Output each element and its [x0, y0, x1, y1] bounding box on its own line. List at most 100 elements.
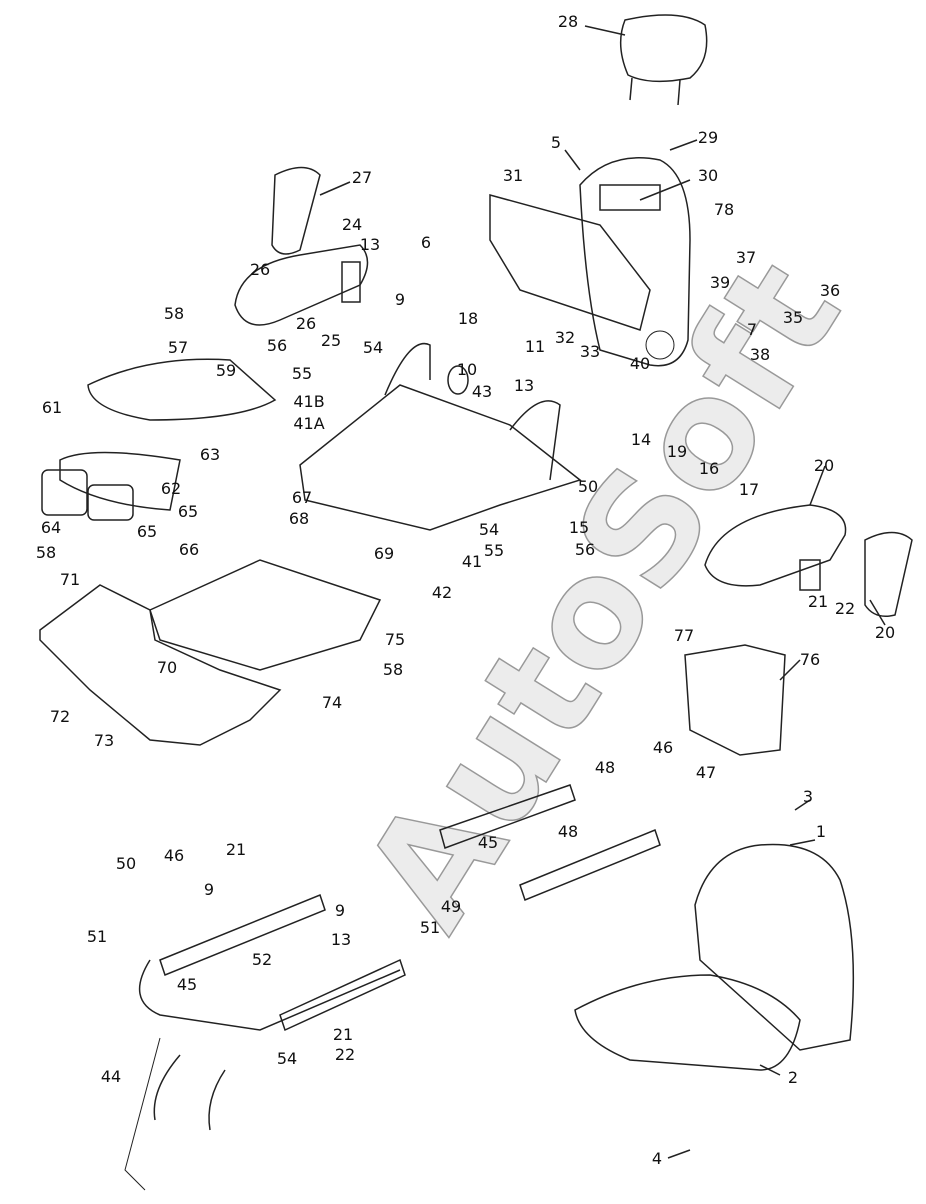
- callout-label: 46: [652, 738, 674, 757]
- callout-label: 72: [49, 707, 71, 726]
- callout-label: 10: [456, 360, 478, 379]
- callout-label: 64: [40, 518, 62, 537]
- callout-label: 69: [373, 544, 395, 563]
- callout-label: 29: [697, 128, 719, 147]
- callout-label: 41A: [293, 414, 325, 433]
- callout-label: 40: [629, 354, 651, 373]
- callout-label: 22: [334, 1045, 356, 1064]
- callout-label: 27: [351, 168, 373, 187]
- callout-label: 49: [440, 897, 462, 916]
- callout-label: 45: [176, 975, 198, 994]
- callout-label: 63: [199, 445, 221, 464]
- callout-label: 6: [420, 233, 432, 252]
- callout-label: 44: [100, 1067, 122, 1086]
- callout-label: 78: [713, 200, 735, 219]
- callout-label: 28: [557, 12, 579, 31]
- callout-label: 77: [673, 626, 695, 645]
- callout-label: 31: [502, 166, 524, 185]
- callout-label: 21: [225, 840, 247, 859]
- callout-label: 67: [291, 488, 313, 507]
- callout-label: 13: [359, 235, 381, 254]
- seat-pan-upper: [87, 358, 277, 421]
- callout-label: 55: [291, 364, 313, 383]
- callout-label: 66: [178, 540, 200, 559]
- callout-label: 35: [782, 308, 804, 327]
- backrest-frame: [579, 157, 691, 367]
- callout-label: 19: [666, 442, 688, 461]
- rail-tube: [138, 959, 401, 1031]
- callout-label: 24: [341, 215, 363, 234]
- callout-label: 17: [738, 480, 760, 499]
- callout-label: 26: [295, 314, 317, 333]
- callout-label: 50: [577, 477, 599, 496]
- upper-rail-1: [439, 784, 576, 849]
- callout-label: 73: [93, 731, 115, 750]
- callout-label: 54: [478, 520, 500, 539]
- callout-label: 59: [215, 361, 237, 380]
- lower-rail-1: [159, 894, 326, 976]
- callout-label: 48: [594, 758, 616, 777]
- callout-label: 54: [276, 1049, 298, 1068]
- callout-label: 75: [384, 630, 406, 649]
- seat-cushion: [574, 974, 801, 1071]
- callout-label: 38: [749, 345, 771, 364]
- callout-label: 45: [477, 833, 499, 852]
- seat-frame: [299, 384, 582, 531]
- slide-plate: [149, 559, 382, 671]
- callout-label: 11: [524, 337, 546, 356]
- callout-label: 5: [550, 133, 562, 152]
- callout-label: 43: [471, 382, 493, 401]
- callout-label: 62: [160, 479, 182, 498]
- backrest-cushion: [694, 843, 855, 1051]
- callout-label: 37: [735, 248, 757, 267]
- callout-label: 52: [251, 950, 273, 969]
- callout-label: 50: [115, 854, 137, 873]
- callout-label: 4: [651, 1149, 663, 1168]
- callout-label: 22: [834, 599, 856, 618]
- callout-label: 65: [177, 502, 199, 521]
- callout-label: 48: [557, 822, 579, 841]
- callout-label: 14: [630, 430, 652, 449]
- callout-label: 42: [431, 583, 453, 602]
- callout-label: 70: [156, 658, 178, 677]
- callout-label: 1: [815, 822, 827, 841]
- callout-label: 57: [167, 338, 189, 357]
- callout-label: 32: [554, 328, 576, 347]
- callout-label: 56: [266, 336, 288, 355]
- callout-label: 54: [362, 338, 384, 357]
- callout-label: 21: [332, 1025, 354, 1044]
- callout-label: 13: [513, 376, 535, 395]
- callout-label: 76: [799, 650, 821, 669]
- callout-label: 16: [698, 459, 720, 478]
- callout-label: 9: [394, 290, 406, 309]
- storage-pocket: [684, 644, 786, 756]
- upper-rail-2: [519, 829, 661, 901]
- callout-label: 13: [330, 930, 352, 949]
- callout-label: 68: [288, 509, 310, 528]
- callout-label: 71: [59, 570, 81, 589]
- callout-label: 25: [320, 331, 342, 350]
- callout-label: 61: [41, 398, 63, 417]
- callout-label: 20: [813, 456, 835, 475]
- armrest-cover-left: [271, 166, 321, 255]
- callout-label: 20: [874, 623, 896, 642]
- lower-rail-2: [279, 958, 406, 1032]
- callout-label: 39: [709, 273, 731, 292]
- callout-label: 51: [419, 918, 441, 937]
- callout-label: 21: [807, 592, 829, 611]
- callout-label: 58: [382, 660, 404, 679]
- callout-label: 33: [579, 342, 601, 361]
- callout-label: 36: [819, 281, 841, 300]
- back-bracket: [489, 194, 651, 331]
- armrest-cover-right: [864, 531, 913, 617]
- lower-frame: [39, 584, 282, 746]
- callout-label: 41B: [293, 392, 325, 411]
- callout-label: 58: [163, 304, 185, 323]
- callout-label: 56: [574, 540, 596, 559]
- callout-label: 55: [483, 541, 505, 560]
- callout-label: 3: [802, 787, 814, 806]
- left-armrest: [234, 244, 369, 326]
- callout-label: 74: [321, 693, 343, 712]
